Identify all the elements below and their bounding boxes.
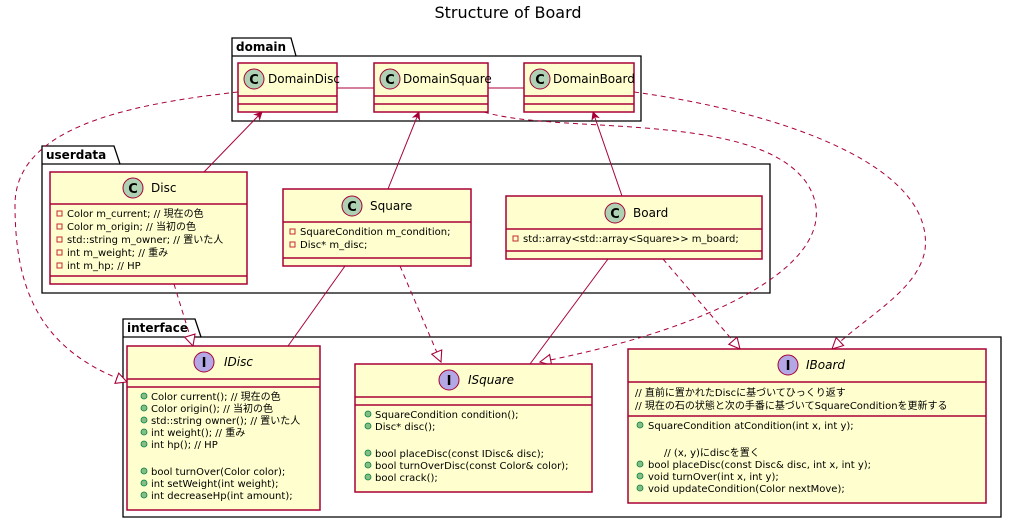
interface-icon-idisc: I xyxy=(202,356,207,371)
interface-isquare: I ISquare SquareCondition condition(); D… xyxy=(354,363,593,493)
method-idisc-a4: int hp(); // HP xyxy=(151,440,218,451)
realization-domaindisc-idisc xyxy=(14,91,239,382)
class-disc: C Disc Color m_current; // 現在の色 Color m_… xyxy=(49,171,248,285)
method-iboard-b1: void turnOver(int x, int y); xyxy=(648,472,779,483)
realization-square-isquare xyxy=(399,265,441,362)
class-board-fields: std::array<std::array<Square>> m_board; xyxy=(512,234,739,245)
realization-domainsquare-isquare xyxy=(483,111,817,362)
package-domain-label: domain xyxy=(236,40,286,54)
class-icon-disc: C xyxy=(128,182,138,197)
package-userdata: userdata xyxy=(41,145,771,294)
interface-idisc-methods: Color current(); // 現在の色 Color origin();… xyxy=(140,390,300,502)
class-name-domaindisc: DomainDisc xyxy=(268,72,340,86)
realization-disc-idisc xyxy=(173,283,193,346)
class-icon-domaindisc: C xyxy=(249,73,259,88)
package-interface-label: interface xyxy=(127,321,188,335)
method-isquare-b1: bool turnOverDisc(const Color& color); xyxy=(375,461,568,472)
association-disc-domaindisc xyxy=(203,111,263,173)
aggregation-isquare-board xyxy=(529,259,608,365)
interface-name-idisc: IDisc xyxy=(224,355,253,369)
class-domaindisc: C DomainDisc xyxy=(237,62,340,113)
method-iboard-b2: void updateCondition(Color nextMove); xyxy=(648,484,845,495)
interface-name-isquare: ISquare xyxy=(468,373,514,387)
class-icon-square: C xyxy=(347,200,357,215)
method-isquare-b0: bool placeDisc(const IDisc& disc); xyxy=(375,449,544,460)
association-board-domainboard xyxy=(591,111,623,197)
class-name-domainsquare: DomainSquare xyxy=(403,72,492,86)
association-square-domainsquare xyxy=(387,111,421,190)
field-square-0: SquareCondition m_condition; xyxy=(300,227,450,238)
aggregation-idisc-square xyxy=(287,266,345,347)
field-square-1: Disc* m_disc; xyxy=(300,240,367,251)
class-name-disc: Disc xyxy=(151,181,176,195)
interface-icon-iboard: I xyxy=(786,359,791,374)
method-iboard-a0: SquareCondition atCondition(int x, int y… xyxy=(648,421,854,432)
comment-iboard-1: // 現在の石の状態と次の手番に基づいてSquareConditionを更新する xyxy=(635,399,948,412)
interface-iboard-methods: SquareCondition atCondition(int x, int y… xyxy=(636,421,871,495)
class-icon-board: C xyxy=(610,207,620,222)
class-domainboard: C DomainBoard xyxy=(523,62,635,113)
class-icon-domainsquare: C xyxy=(385,73,395,88)
realization-domainboard-iboard xyxy=(633,91,926,349)
method-idisc-a1: Color origin(); // 当初の色 xyxy=(151,402,273,415)
class-domainsquare: C DomainSquare xyxy=(373,62,492,113)
package-domain: domain xyxy=(231,37,642,122)
interface-icon-isquare: I xyxy=(447,374,452,389)
method-iboard-b0: bool placeDisc(const Disc& disc, int x, … xyxy=(648,460,871,471)
interface-idisc: I IDisc Color current(); // 現在の色 Color o… xyxy=(126,345,321,511)
package-interface: interface xyxy=(122,318,1002,518)
class-square: C Square SquareCondition m_condition; Di… xyxy=(282,188,472,267)
method-idisc-b0: bool turnOver(Color color); xyxy=(151,467,285,478)
field-disc-2: std::string m_owner; // 置いた人 xyxy=(67,234,223,246)
class-disc-fields: Color m_current; // 現在の色 Color m_origin;… xyxy=(56,207,223,272)
realization-board-iboard xyxy=(662,258,740,349)
relationships xyxy=(14,88,926,382)
interface-iboard: I IBoard // 直前に置かれたDiscに基づいてひっくり返す // 現在… xyxy=(627,348,987,504)
class-board: C Board std::array<std::array<Square>> m… xyxy=(505,195,763,260)
interface-isquare-methods: SquareCondition condition(); Disc* disc(… xyxy=(364,410,568,484)
method-isquare-a1: Disc* disc(); xyxy=(375,422,435,433)
comment-iboard-0: // 直前に置かれたDiscに基づいてひっくり返す xyxy=(635,386,846,399)
method-idisc-b2: int decreaseHp(int amount); xyxy=(151,491,293,502)
method-idisc-a2: std::string owner(); // 置いた人 xyxy=(151,415,300,427)
class-name-board: Board xyxy=(633,206,668,220)
package-userdata-label: userdata xyxy=(46,148,106,162)
field-disc-1: Color m_origin; // 当初の色 xyxy=(67,220,196,233)
method-idisc-b1: int setWeight(int weight); xyxy=(151,479,278,490)
field-disc-3: int m_weight; // 重み xyxy=(67,246,168,259)
interface-name-iboard: IBoard xyxy=(806,358,845,372)
class-name-square: Square xyxy=(370,199,412,213)
class-square-fields: SquareCondition m_condition; Disc* m_dis… xyxy=(289,227,450,251)
class-name-domainboard: DomainBoard xyxy=(553,72,635,86)
field-disc-4: int m_hp; // HP xyxy=(67,261,141,272)
method-isquare-a0: SquareCondition condition(); xyxy=(375,410,519,421)
method-idisc-a0: Color current(); // 現在の色 xyxy=(151,390,281,403)
diagram-title: Structure of Board xyxy=(434,3,581,22)
class-icon-domainboard: C xyxy=(535,73,545,88)
method-idisc-a3: int weight(); // 重み xyxy=(151,426,245,439)
field-disc-0: Color m_current; // 現在の色 xyxy=(67,207,204,220)
note-iboard: // (x, y)にdiscを置く xyxy=(664,447,760,459)
method-isquare-b2: bool crack(); xyxy=(375,473,438,484)
field-board-0: std::array<std::array<Square>> m_board; xyxy=(523,234,739,245)
